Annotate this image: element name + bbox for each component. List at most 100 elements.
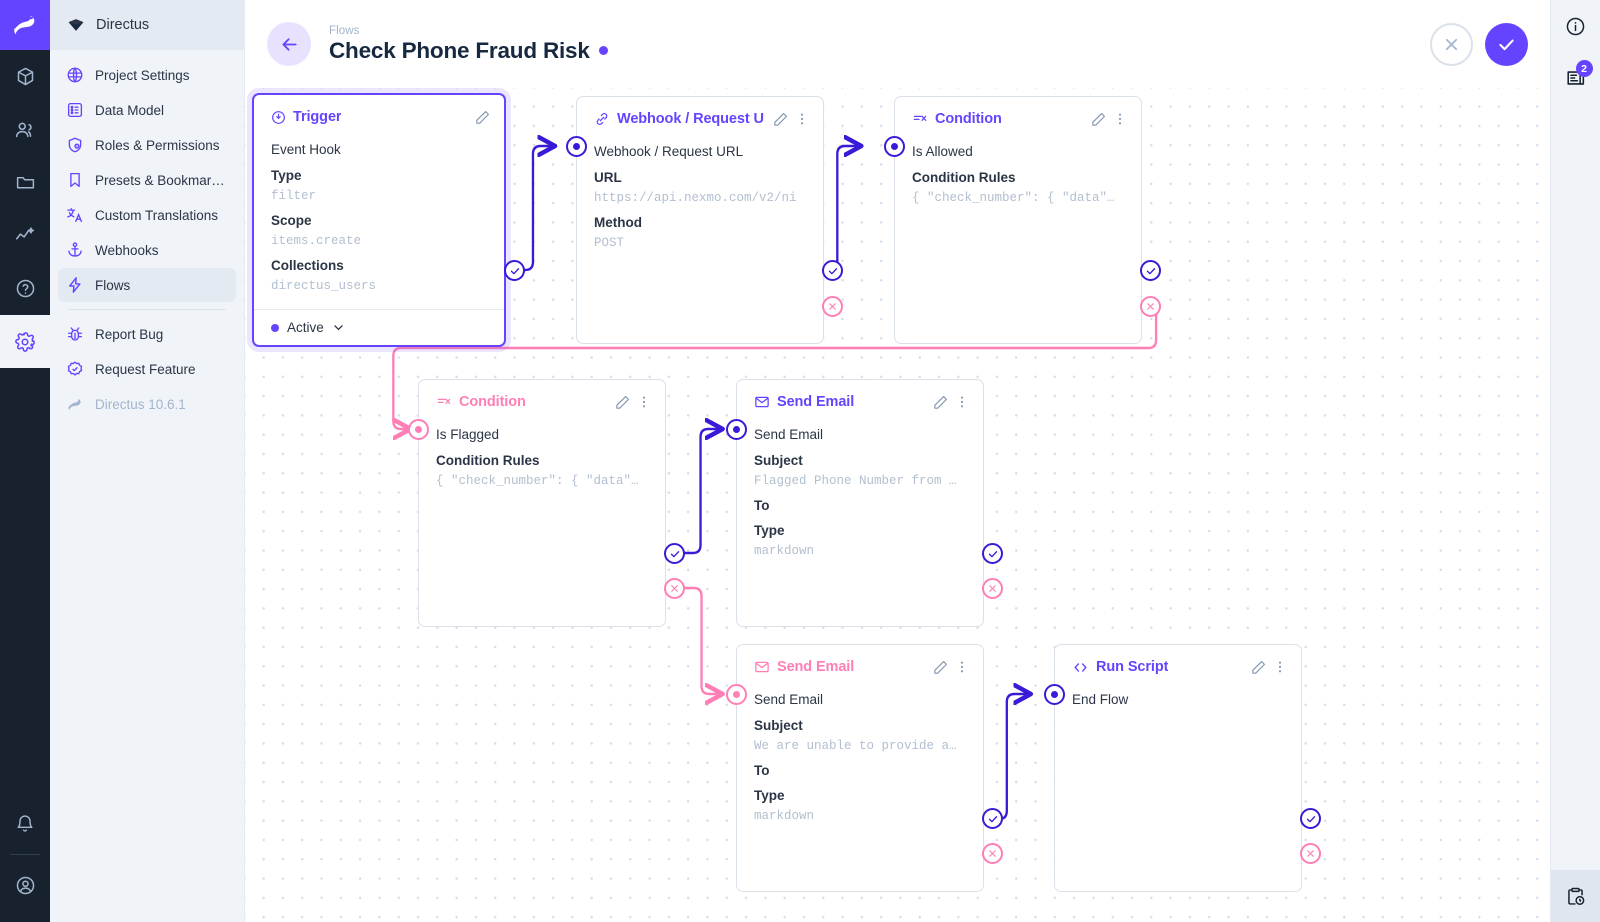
more-options-icon[interactable] — [1112, 111, 1128, 127]
webhook-resolve-node[interactable] — [822, 260, 843, 281]
node-header-actions — [1090, 111, 1128, 128]
trigger-status-selector[interactable]: Active — [254, 309, 504, 345]
field-label: Subject — [754, 453, 803, 468]
flow-node-condition-flagged[interactable]: Condition Is Flagged Condition Rules — [418, 379, 666, 627]
edit-pencil-icon[interactable] — [1090, 111, 1107, 128]
flow-node-run-script[interactable]: Run Script End Flow — [1054, 644, 1302, 892]
node-title: Webhook / Request U — [594, 111, 764, 127]
rail-item-insights[interactable] — [0, 209, 50, 262]
flow-node-send-email-flagged[interactable]: Send Email Send Email Subject Flagged — [736, 379, 984, 627]
node-body: Event Hook Type filter Scope items.creat… — [254, 139, 504, 308]
sidebar-item-request-feature[interactable]: Request Feature — [58, 352, 236, 386]
shield-icon — [66, 136, 84, 154]
envelope-icon — [754, 394, 770, 410]
more-options-icon[interactable] — [636, 394, 652, 410]
node-header: Send Email — [737, 380, 983, 424]
rail-item-files[interactable] — [0, 156, 50, 209]
breadcrumb[interactable]: Flows — [329, 24, 360, 37]
trigger-resolve-node[interactable] — [504, 260, 525, 281]
more-options-icon[interactable] — [954, 659, 970, 675]
more-options-icon[interactable] — [794, 111, 810, 127]
field-label: To — [754, 763, 770, 778]
sidebar-item-project-settings[interactable]: Project Settings — [58, 58, 236, 92]
logs-icon — [1565, 67, 1587, 89]
sidebar-item-flows[interactable]: Flows — [58, 268, 236, 302]
edit-pencil-icon[interactable] — [614, 394, 631, 411]
rail-item-notifications[interactable] — [0, 797, 50, 850]
run-script-input-node[interactable] — [1044, 684, 1065, 705]
nav-list: Project Settings Data Model Roles & Perm… — [50, 50, 244, 422]
sidebar-item-webhooks[interactable]: Webhooks — [58, 233, 236, 267]
field-label: Method — [594, 215, 642, 230]
flow-logs-badge: 2 — [1575, 60, 1593, 77]
flow-logs-button[interactable]: 2 — [1551, 52, 1600, 104]
field-value: directus_users — [271, 279, 377, 293]
page-title-text: Check Phone Fraud Risk — [329, 37, 590, 63]
condition-allowed-resolve-node[interactable] — [1140, 260, 1161, 281]
cancel-button[interactable] — [1430, 22, 1473, 66]
rail-item-settings[interactable] — [0, 315, 50, 368]
more-options-icon[interactable] — [954, 394, 970, 410]
link-icon — [594, 111, 610, 127]
edit-pencil-icon[interactable] — [474, 109, 491, 126]
info-sidebar-button[interactable] — [1551, 0, 1600, 52]
title-block: Flows Check Phone Fraud Risk — [329, 25, 608, 64]
sidebar-item-roles-permissions[interactable]: Roles & Permissions — [58, 128, 236, 162]
sidebar-item-presets-bookmarks[interactable]: Presets & Bookmar… — [58, 163, 236, 197]
condition-icon — [912, 111, 928, 127]
rail-item-content[interactable] — [0, 50, 50, 103]
field-value: filter — [271, 189, 317, 203]
node-operation-name: Send Email — [754, 427, 824, 442]
rail-item-help[interactable] — [0, 262, 50, 315]
send-email-unable-input-node[interactable] — [726, 684, 747, 705]
condition-flagged-resolve-node[interactable] — [664, 543, 685, 564]
condition-flagged-input-node[interactable] — [408, 419, 429, 440]
send-email-flagged-input-node[interactable] — [726, 419, 747, 440]
node-title-text: Webhook / Request U — [617, 111, 764, 127]
send-email-flagged-resolve-node[interactable] — [982, 543, 1003, 564]
node-title: Condition — [436, 394, 526, 410]
save-button[interactable] — [1485, 22, 1528, 66]
node-title-text: Condition — [459, 394, 526, 410]
webhook-input-node[interactable] — [566, 136, 587, 157]
condition-flagged-reject-node[interactable] — [664, 578, 685, 599]
flow-canvas[interactable]: Trigger Event Hook Type filter Scope ite… — [245, 88, 1550, 922]
flow-node-webhook[interactable]: Webhook / Request U Webhook / Request UR… — [576, 96, 824, 344]
directus-logo[interactable] — [0, 0, 50, 50]
node-header-actions — [932, 394, 970, 411]
flow-node-trigger[interactable]: Trigger Event Hook Type filter Scope ite… — [252, 93, 506, 347]
sidebar-item-custom-translations[interactable]: Custom Translations — [58, 198, 236, 232]
node-body: Is Allowed Condition Rules { "check_numb… — [895, 141, 1141, 220]
back-button[interactable] — [267, 22, 311, 66]
edit-pencil-icon[interactable] — [932, 659, 949, 676]
flow-node-send-email-unable[interactable]: Send Email Send Email Subject We are — [736, 644, 984, 892]
sidebar-item-data-model[interactable]: Data Model — [58, 93, 236, 127]
send-email-unable-reject-node[interactable] — [982, 843, 1003, 864]
activity-history-button[interactable] — [1550, 870, 1600, 922]
field-value: markdown — [754, 809, 815, 823]
edit-pencil-icon[interactable] — [772, 111, 789, 128]
edit-pencil-icon[interactable] — [1250, 659, 1267, 676]
run-script-resolve-node[interactable] — [1300, 808, 1321, 829]
run-script-reject-node[interactable] — [1300, 843, 1321, 864]
more-options-icon[interactable] — [1272, 659, 1288, 675]
send-email-unable-resolve-node[interactable] — [982, 808, 1003, 829]
field-value: markdown — [754, 544, 815, 558]
page-header: Flows Check Phone Fraud Risk — [245, 0, 1550, 88]
field-label: Type — [271, 168, 302, 183]
rail-item-users[interactable] — [0, 103, 50, 156]
condition-allowed-reject-node[interactable] — [1140, 296, 1161, 317]
bug-icon — [66, 325, 84, 343]
sidebar-item-report-bug[interactable]: Report Bug — [58, 317, 236, 351]
edit-pencil-icon[interactable] — [932, 394, 949, 411]
status-badge — [598, 46, 608, 55]
node-body: Webhook / Request URL URL https://api.ne… — [577, 141, 823, 265]
send-email-flagged-reject-node[interactable] — [982, 578, 1003, 599]
flow-node-condition-allowed[interactable]: Condition Is Allowed Condition Rules — [894, 96, 1142, 344]
field-label: Type — [754, 788, 785, 803]
rail-item-account[interactable] — [0, 859, 50, 912]
condition-allowed-input-node[interactable] — [884, 136, 905, 157]
sidebar-item-label: Report Bug — [95, 326, 164, 342]
webhook-reject-node[interactable] — [822, 296, 843, 317]
